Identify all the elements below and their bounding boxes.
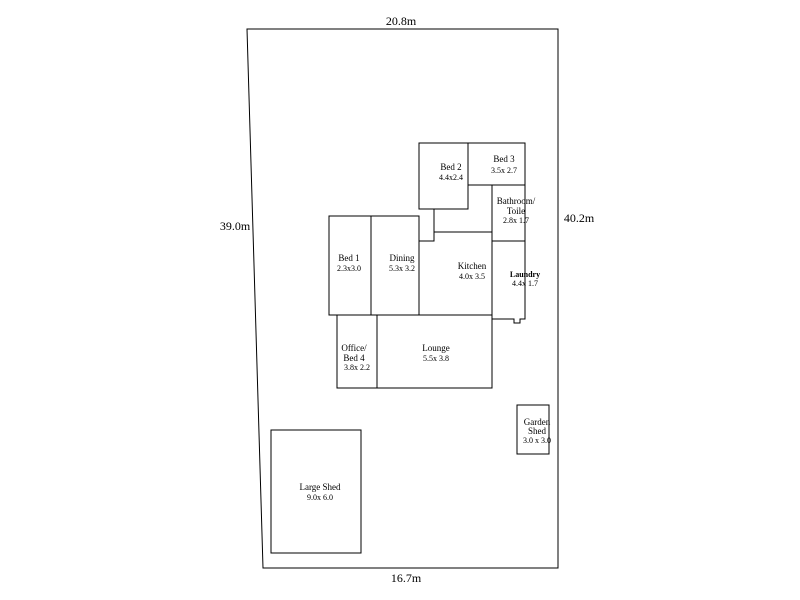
bed2-size: 4.4x2.4 — [439, 173, 463, 182]
house-walls — [328, 142, 526, 389]
bed2-label: Bed 2 — [440, 162, 461, 172]
office-size: 3.8x 2.2 — [344, 363, 370, 372]
office-label-line1: Office/ — [341, 343, 367, 353]
lounge-label: Lounge — [422, 343, 450, 353]
hallway-closet-outline — [419, 208, 435, 242]
bathroom-label-line1: Bathroom/ — [497, 196, 536, 206]
bathroom-size: 2.8x 1.7 — [503, 216, 529, 225]
lounge-outline — [376, 314, 493, 389]
garden-shed-outline — [516, 404, 550, 455]
dimension-top: 20.8m — [386, 14, 417, 28]
garden-shed-size: 3.0 x 3.0 — [523, 436, 551, 445]
large-shed-label: Large Shed — [299, 482, 341, 492]
bed3-label: Bed 3 — [493, 154, 515, 164]
bed3-size: 3.5x 2.7 — [491, 166, 517, 175]
laundry-label: Laundry — [510, 270, 540, 279]
dimension-bottom: 16.7m — [391, 571, 422, 585]
garden-shed-label-line2: Shed — [528, 426, 547, 436]
large-shed-size: 9.0x 6.0 — [307, 493, 333, 502]
dining-size: 5.3x 3.2 — [389, 264, 415, 273]
kitchen-size: 4.0x 3.5 — [459, 272, 485, 281]
property-boundary — [246, 28, 559, 569]
laundry-size: 4.4x 1.7 — [512, 279, 538, 288]
bed3-outline — [467, 142, 526, 186]
bathroom-label-line2: Toile — [507, 206, 525, 216]
office-label-line2: Bed 4 — [343, 353, 365, 363]
garden-shed-label-line1: Garden — [524, 417, 551, 427]
large-shed-outline — [270, 429, 362, 554]
bed1-label: Bed 1 — [338, 253, 359, 263]
dimension-left: 39.0m — [220, 219, 251, 233]
dimension-right: 40.2m — [564, 211, 595, 225]
kitchen-label: Kitchen — [458, 261, 487, 271]
bed1-size: 2.3x3.0 — [337, 264, 361, 273]
lounge-size: 5.5x 3.8 — [423, 354, 449, 363]
dining-label: Dining — [389, 253, 415, 263]
laundry-outline — [491, 240, 526, 324]
